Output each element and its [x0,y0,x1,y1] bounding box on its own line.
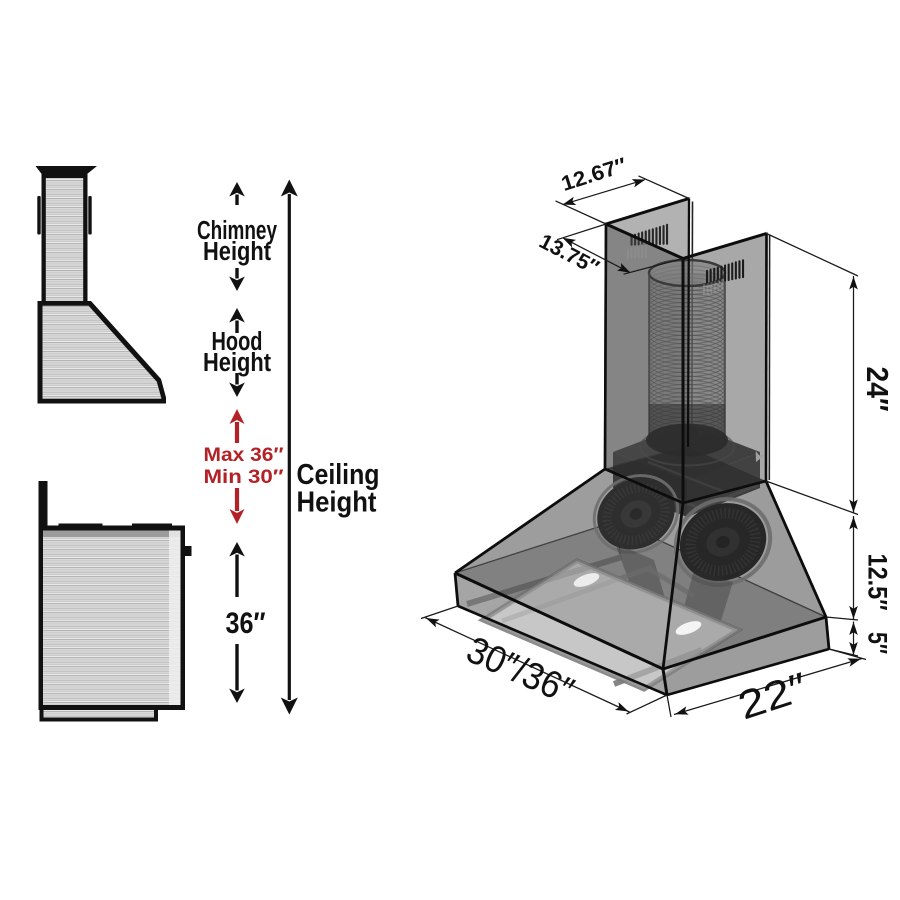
svg-text:Ceiling: Ceiling [297,459,380,491]
svg-text:5″: 5″ [863,632,893,654]
svg-text:12.5″: 12.5″ [863,554,893,611]
svg-text:Height: Height [297,487,377,519]
svg-text:Min 30″: Min 30″ [204,466,284,488]
svg-text:Chimney: Chimney [197,217,278,245]
svg-text:Height: Height [203,349,271,377]
svg-text:Hood: Hood [212,328,263,356]
svg-text:36″: 36″ [226,607,266,640]
svg-text:Height: Height [203,238,271,266]
svg-text:24″: 24″ [860,367,895,412]
svg-text:Max 36″: Max 36″ [204,444,284,466]
